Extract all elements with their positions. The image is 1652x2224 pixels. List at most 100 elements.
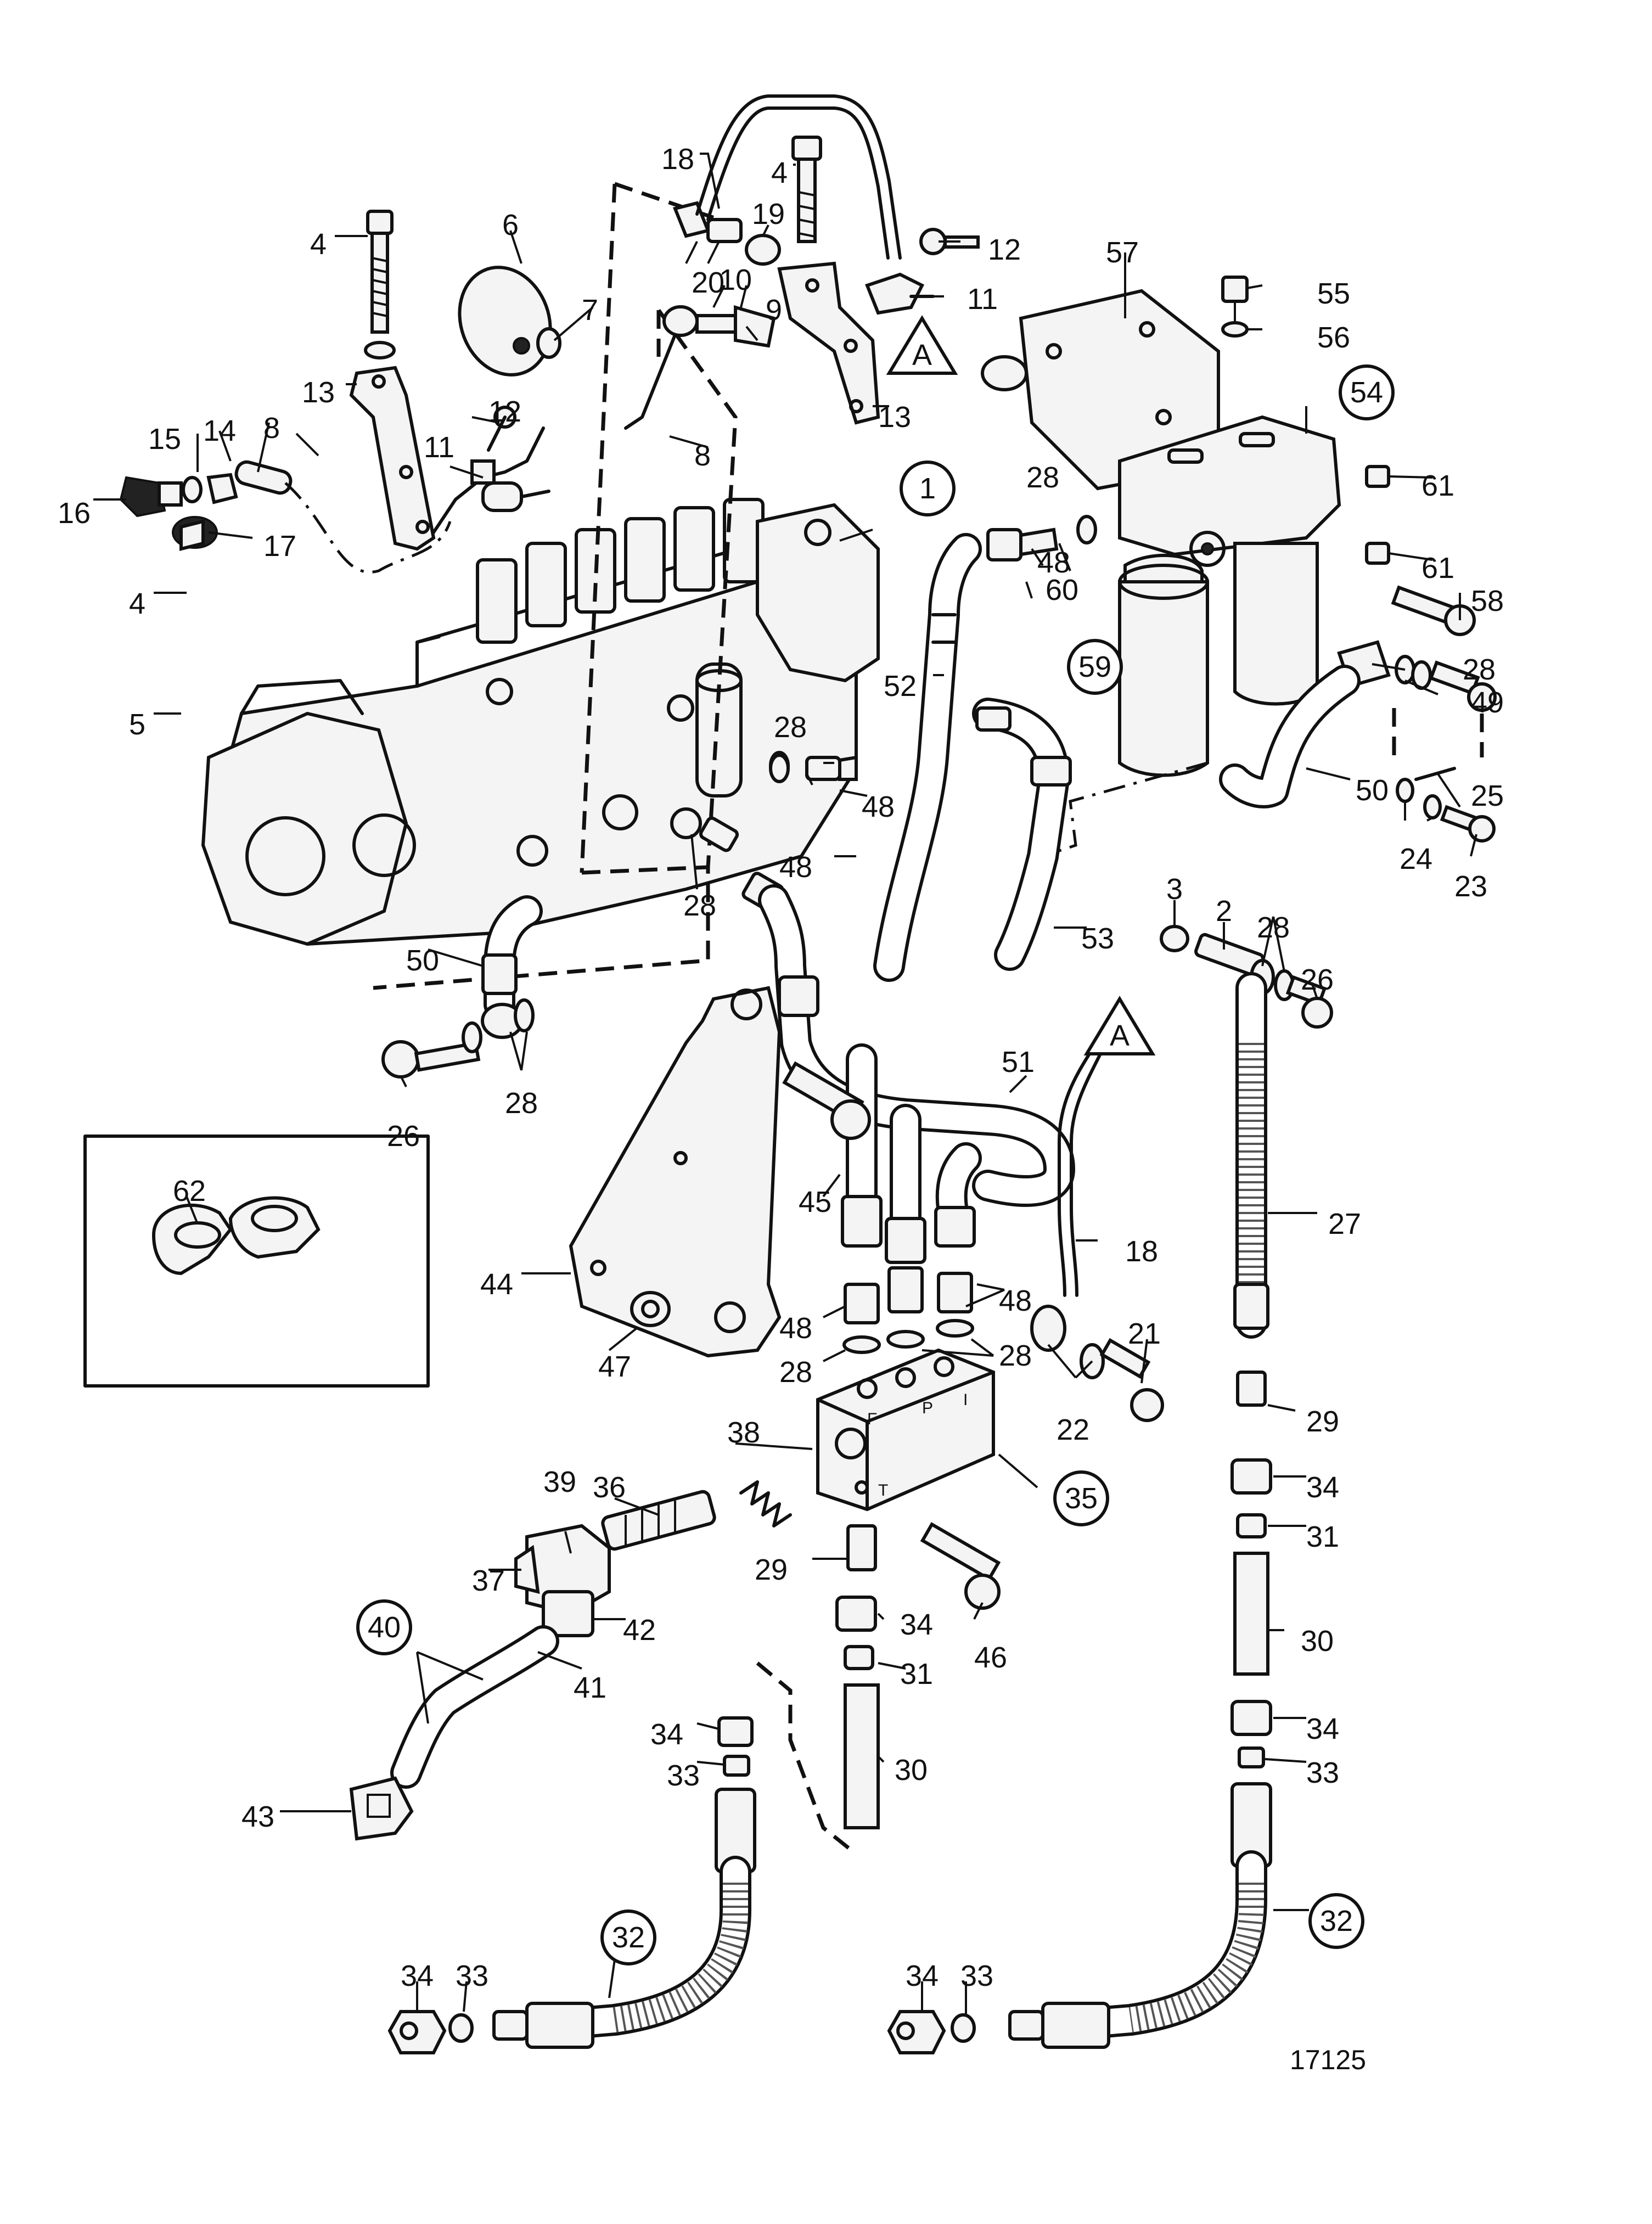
callout-c25: 25 xyxy=(1471,779,1504,812)
callout-label: 46 xyxy=(974,1641,1007,1674)
callout-c28e: 28 xyxy=(1257,911,1290,944)
callout-label: 49 xyxy=(1471,686,1504,719)
callout-label: 42 xyxy=(623,1614,656,1647)
callout-c28d: 28 xyxy=(505,1087,538,1120)
callout-label: 48 xyxy=(779,851,812,884)
callout-c41: 41 xyxy=(574,1671,606,1704)
callout-label: 28 xyxy=(683,889,716,922)
callout-label: 62 xyxy=(173,1175,206,1208)
callout-c58: 58 xyxy=(1471,585,1504,617)
port-letter-f: F xyxy=(867,1410,877,1428)
callout-label: 28 xyxy=(779,1356,812,1389)
callout-c28g: 28 xyxy=(999,1339,1032,1372)
callout-label: 37 xyxy=(472,1564,505,1597)
callout-c61a: 61 xyxy=(1421,469,1454,502)
callout-label: 52 xyxy=(884,670,917,703)
callout-label: 32 xyxy=(1320,1905,1353,1937)
port-letter-t: T xyxy=(878,1481,888,1499)
hoses-to-block xyxy=(841,1043,982,1354)
callout-c29a: 29 xyxy=(1306,1405,1339,1438)
inset-box-62 xyxy=(83,1135,430,1388)
callout-c50a: 50 xyxy=(1356,774,1389,807)
callout-label: 48 xyxy=(862,790,895,823)
callout-c20: 20 xyxy=(692,266,724,299)
callout-c33b: 33 xyxy=(1306,1756,1339,1789)
callout-label: 26 xyxy=(387,1120,420,1153)
callout-c48a: 48 xyxy=(1037,546,1070,579)
valve-36 xyxy=(601,1490,716,1551)
callout-label: 59 xyxy=(1078,650,1111,683)
callout-label: 60 xyxy=(1046,574,1078,606)
callout-c60: 60 xyxy=(1046,574,1078,606)
callout-label: 3 xyxy=(1166,873,1183,906)
bolt-9-10 xyxy=(624,305,776,430)
bracket-57 xyxy=(981,289,1220,491)
callout-label: 13 xyxy=(878,401,911,434)
callout-c17: 17 xyxy=(263,530,296,563)
callout-label: 57 xyxy=(1106,236,1139,269)
callout-label: 2 xyxy=(1216,895,1232,928)
callout-label: 8 xyxy=(263,412,280,445)
bracket-13-right xyxy=(777,261,880,425)
callout-label: 23 xyxy=(1454,870,1487,903)
callout-c44: 44 xyxy=(480,1268,513,1301)
callout-label: 31 xyxy=(1306,1520,1339,1553)
callout-label: 5 xyxy=(129,708,145,741)
callout-circle xyxy=(1339,364,1395,420)
callout-label: 6 xyxy=(502,209,519,242)
hose-32-left xyxy=(387,1716,756,2054)
bolt-26-left xyxy=(381,1021,482,1079)
callout-label: 51 xyxy=(1002,1046,1035,1079)
callout-c34d: 34 xyxy=(1306,1712,1339,1745)
callout-c37: 37 xyxy=(472,1564,505,1597)
callout-c4a: 4 xyxy=(310,228,327,261)
callout-label: 9 xyxy=(766,294,782,327)
callout-c23: 23 xyxy=(1454,870,1487,903)
callout-circle xyxy=(600,1910,656,1965)
connector-43 xyxy=(349,1776,414,1841)
callout-c49: 49 xyxy=(1471,686,1504,719)
port-letter-p: P xyxy=(922,1399,933,1417)
callout-label: 31 xyxy=(900,1658,933,1691)
hose-27 xyxy=(1233,972,1269,1339)
callout-c26a: 26 xyxy=(387,1120,420,1153)
callout-c32b: 32 xyxy=(1308,1893,1364,1949)
fitting-48-center xyxy=(670,807,784,912)
callout-label: 12 xyxy=(488,395,521,428)
callout-label: 17 xyxy=(263,530,296,563)
callout-label: 33 xyxy=(960,1959,993,1992)
callout-c57: 57 xyxy=(1106,236,1139,269)
hose-50-right xyxy=(1219,665,1361,808)
right-fitting-stack xyxy=(1230,1371,1272,1768)
callout-label: 28 xyxy=(1257,911,1290,944)
callout-circle xyxy=(1053,1470,1109,1526)
banjo-49 xyxy=(1337,640,1497,712)
callout-label: 8 xyxy=(694,439,711,472)
callout-label: 28 xyxy=(505,1087,538,1120)
callout-label: 10 xyxy=(719,263,752,296)
stop-disc-6 xyxy=(458,266,561,377)
callout-label: 11 xyxy=(967,283,998,316)
callout-c33c: 33 xyxy=(456,1959,488,1992)
callout-c34b: 34 xyxy=(1306,1471,1339,1504)
callout-c56: 56 xyxy=(1317,321,1350,354)
callout-label: 16 xyxy=(58,497,91,530)
callout-label: 56 xyxy=(1317,321,1350,354)
callout-c48b: 48 xyxy=(862,790,895,823)
callout-label: 20 xyxy=(692,266,724,299)
callout-c28b: 28 xyxy=(774,711,807,744)
callout-label: 34 xyxy=(650,1718,683,1751)
callout-label: 45 xyxy=(799,1186,831,1218)
callout-c48e: 48 xyxy=(779,1312,812,1345)
callout-label: 25 xyxy=(1471,779,1504,812)
callout-label: 24 xyxy=(1400,843,1432,875)
callout-label: 50 xyxy=(406,944,439,977)
clamp-11-right xyxy=(865,272,935,315)
filter-head-54 xyxy=(1118,415,1341,567)
callout-c5: 5 xyxy=(129,708,145,741)
callout-label: 21 xyxy=(1128,1317,1161,1350)
bolt-58 xyxy=(1391,585,1476,636)
callout-label: 38 xyxy=(727,1416,760,1449)
callout-c46: 46 xyxy=(974,1641,1007,1674)
